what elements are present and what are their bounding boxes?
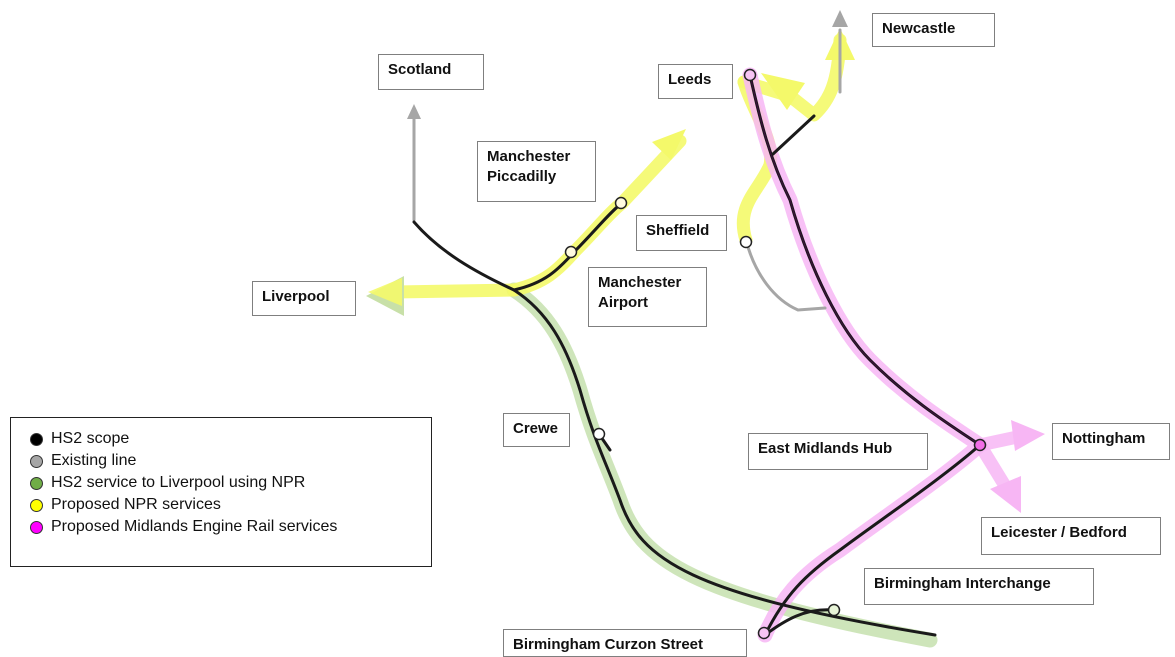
- station-manchester-piccadilly: [614, 196, 628, 210]
- arrowheads: [366, 28, 1045, 513]
- arrowhead-leeds-npr: [761, 73, 805, 110]
- hs2-line-curzon-street: [763, 608, 836, 637]
- service-overlays: [388, 33, 1029, 648]
- existing-lines: [412, 28, 842, 312]
- station-birmingham-interchange: [827, 603, 841, 617]
- midlands-engine-core-line: [749, 74, 981, 446]
- legend-item-existing-line: Existing line: [30, 450, 431, 472]
- station-crewe: [592, 427, 606, 441]
- label-manchester-airport: Manchester Airport: [588, 267, 707, 327]
- label-birmingham-curzon-street-text: Birmingham Curzon Street: [513, 636, 704, 653]
- label-birmingham-interchange: Birmingham Interchange: [864, 568, 1094, 605]
- npr-route-liverpool: [388, 283, 521, 299]
- legend-label: Existing line: [51, 452, 137, 469]
- legend-label: Proposed Midlands Engine Rail services: [51, 518, 338, 535]
- label-scotland: Scotland: [378, 54, 484, 90]
- legend-label: HS2 scope: [51, 430, 130, 447]
- label-manchester-airport-line1: Manchester: [598, 274, 682, 291]
- label-manchester-airport-line2: Airport: [598, 294, 648, 311]
- label-manchester-piccadilly: Manchester Piccadilly: [477, 141, 596, 202]
- label-birmingham-curzon-street: Birmingham Curzon Street: [503, 629, 747, 657]
- label-nottingham: Nottingham: [1052, 423, 1170, 460]
- label-liverpool-text: Liverpool: [262, 288, 330, 305]
- label-liverpool: Liverpool: [252, 281, 356, 316]
- legend-item-midlands-engine-rail: Proposed Midlands Engine Rail services: [30, 516, 431, 538]
- label-nottingham-text: Nottingham: [1062, 430, 1146, 447]
- label-leeds-text: Leeds: [668, 71, 712, 88]
- arrowhead-manchester-piccadilly: [652, 129, 686, 160]
- label-newcastle: Newcastle: [872, 13, 995, 47]
- label-sheffield: Sheffield: [636, 215, 727, 251]
- label-leicester-bedford: Leicester / Bedford: [981, 517, 1161, 555]
- hs2-line-newcastle-spur: [771, 114, 816, 156]
- arrowhead-leicester: [990, 476, 1021, 513]
- label-birmingham-interchange-text: Birmingham Interchange: [874, 575, 1051, 592]
- label-leicester-bedford-text: Leicester / Bedford: [991, 524, 1127, 541]
- label-manchester-piccadilly-line1: Manchester: [487, 148, 571, 165]
- legend-dot-icon: [30, 520, 43, 534]
- station-birmingham-curzon-street: [757, 626, 771, 640]
- arrowhead-newcastle: [832, 10, 848, 27]
- label-crewe-text: Crewe: [513, 420, 559, 437]
- hs2-line-scotland: [412, 220, 516, 292]
- hs2-line-western-leg: [512, 288, 937, 637]
- station-manchester-airport: [564, 245, 578, 259]
- legend-item-hs2-scope: HS2 scope: [30, 428, 431, 450]
- station-leeds: [743, 68, 757, 82]
- legend-item-proposed-npr: Proposed NPR services: [30, 494, 431, 516]
- arrowhead-scotland: [407, 104, 421, 119]
- legend-dot-icon: [30, 454, 43, 468]
- legend-item-hs2-liverpool-npr: HS2 service to Liverpool using NPR: [30, 472, 431, 494]
- legend-dot-icon: [30, 498, 43, 512]
- legend-dot-icon: [30, 432, 43, 446]
- existing-line-sheffield: [744, 238, 827, 312]
- label-sheffield-text: Sheffield: [646, 222, 710, 239]
- label-scotland-text: Scotland: [388, 61, 452, 78]
- label-east-midlands-hub-text: East Midlands Hub: [758, 440, 893, 457]
- legend-label: HS2 service to Liverpool using NPR: [51, 474, 306, 491]
- label-east-midlands-hub: East Midlands Hub: [748, 433, 928, 470]
- legend-label: Proposed NPR services: [51, 496, 221, 513]
- label-leeds: Leeds: [658, 64, 733, 99]
- legend-dot-icon: [30, 476, 43, 490]
- label-crewe: Crewe: [503, 413, 570, 447]
- label-newcastle-text: Newcastle: [882, 20, 956, 37]
- label-manchester-piccadilly-line2: Piccadilly: [487, 168, 557, 185]
- station-sheffield: [739, 235, 753, 249]
- arrowhead-nottingham: [1011, 420, 1045, 451]
- arrowhead-liverpool-npr: [368, 278, 402, 306]
- legend: HS2 scope Existing line HS2 service to L…: [10, 417, 432, 567]
- stations: [564, 68, 987, 640]
- station-east-midlands-hub: [973, 438, 987, 452]
